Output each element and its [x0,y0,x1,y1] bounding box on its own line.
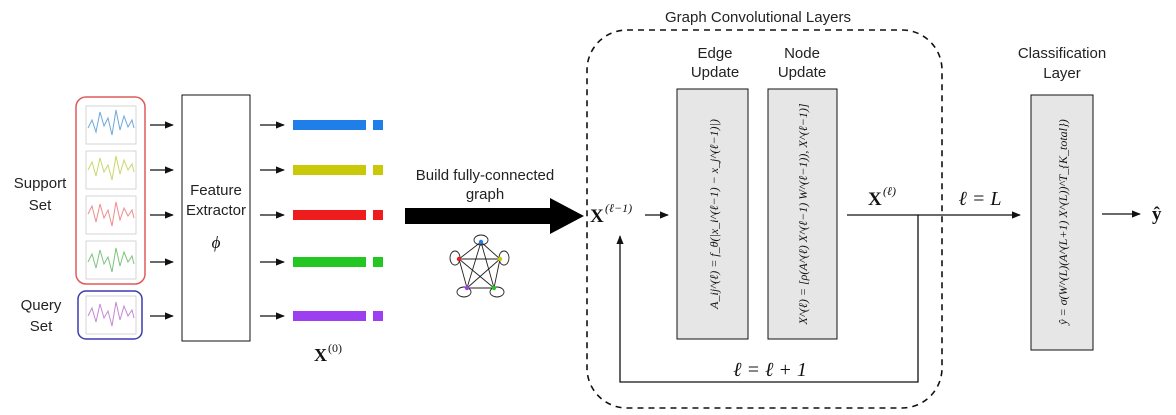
classification-box [1030,94,1094,351]
big-arrow-icon [405,198,584,234]
svg-text:X: X [590,206,604,227]
svg-text:X: X [868,189,882,210]
svg-text:(0): (0) [328,341,342,355]
node-update-formula: X^(ℓ) = [ρ(A^(ℓ) X^(ℓ−1) W^(ℓ−1)), X^(ℓ−… [796,103,810,325]
feature-arrows [260,121,285,320]
feature-bar [293,257,366,267]
svg-text:(ℓ−1): (ℓ−1) [605,201,632,215]
feature-bar [293,120,366,130]
support-set-label: Support [14,175,67,192]
l-eq-L-label: ℓ = L [959,188,1002,210]
edge-update-formula: A_ij^(ℓ) = f_θ(|x_i^(ℓ−1) − x_j^(ℓ−1)|) [707,119,721,310]
time-series-thumbnail [85,150,137,190]
feature-vectors [293,120,383,321]
feature-extractor-label: Feature [190,182,242,199]
x-prev-label: X (ℓ−1) [590,201,632,227]
query-set-label: Query [21,297,62,314]
query-set-box [77,290,143,340]
input-arrows [150,121,174,320]
feature-bar [293,165,366,175]
fully-connected-graph-icon [449,234,510,298]
support-set-label-2: Set [29,197,52,214]
feature-extractor-label-2: Extractor [186,202,246,219]
time-series-thumbnails [85,105,137,335]
time-series-thumbnail [85,240,137,280]
x0-label: X (0) [314,341,342,365]
feature-bar [293,210,366,220]
edge-update-label: Edge [697,45,732,62]
svg-text:(ℓ): (ℓ) [883,184,896,198]
build-graph-label-2: graph [466,186,504,203]
classification-formula: ŷ = σ(W^(L)(A^(L+1) X^(L))^T_{K_total}) [1056,119,1070,326]
feature-extractor-box [181,94,251,342]
node-update-label: Node [784,45,820,62]
time-series-thumbnail [85,295,137,335]
node-update-label-2: Update [778,64,826,81]
gcl-title: Graph Convolutional Layers [665,9,851,26]
phi-symbol: ϕ [212,233,221,252]
gcl-container [586,29,943,409]
support-set-box [75,96,146,285]
build-graph-label: Build fully-connected [416,167,554,184]
svg-text:X: X [314,345,327,365]
loop-label: ℓ = ℓ + 1 [733,359,807,381]
classification-title: Classification [1018,45,1106,62]
time-series-thumbnail [85,195,137,235]
feature-bar [293,311,366,321]
output-label: ŷ [1152,204,1162,225]
classification-title-2: Layer [1043,65,1081,82]
node-update-box [767,88,838,340]
time-series-thumbnail [85,105,137,145]
edge-update-label-2: Update [691,64,739,81]
x-l-label: X (ℓ) [868,184,896,210]
query-set-label-2: Set [30,318,53,335]
edge-update-box [676,88,749,340]
loop-arrow [616,215,919,383]
